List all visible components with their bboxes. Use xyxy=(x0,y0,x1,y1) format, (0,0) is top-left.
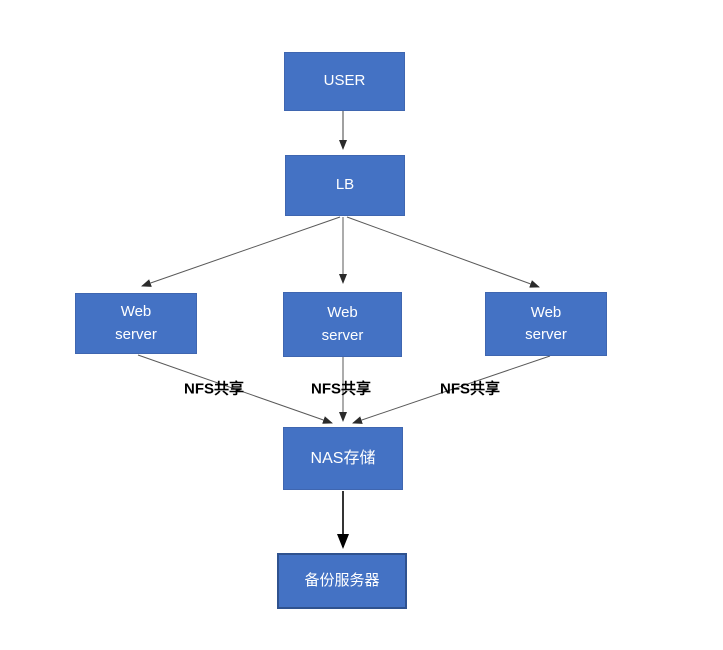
edge-label-nfs-share-1: NFS共享 xyxy=(183,380,245,398)
node-load-balancer: LB xyxy=(285,155,405,216)
node-nas-storage: NAS存储 xyxy=(283,427,403,490)
node-web-server-3-label: Web server xyxy=(525,303,567,344)
edge-web1-nas xyxy=(137,354,333,424)
node-web-server-1: Web server xyxy=(75,293,197,354)
node-web-server-2-label: Web server xyxy=(321,304,364,344)
node-user: USER xyxy=(284,52,405,111)
edge-web3-nas xyxy=(352,355,551,424)
edge-lb-web1 xyxy=(141,216,341,287)
node-backup-server: 备份服务器 xyxy=(277,553,407,609)
edge-lb-web3 xyxy=(346,216,540,288)
edge-label-nfs-share-2: NFS共享 xyxy=(310,380,372,398)
node-backup-server-label: 备份服务器 xyxy=(304,571,380,589)
node-web-server-1-label: Web server xyxy=(115,303,157,343)
edge-label-nfs-share-3: NFS共享 xyxy=(439,380,501,398)
node-nas-storage-label: NAS存储 xyxy=(310,449,376,467)
node-web-server-3: Web server xyxy=(485,292,607,356)
node-user-label: USER xyxy=(323,72,366,90)
node-lb-label: LB xyxy=(335,176,355,194)
node-web-server-2: Web server xyxy=(283,292,402,357)
